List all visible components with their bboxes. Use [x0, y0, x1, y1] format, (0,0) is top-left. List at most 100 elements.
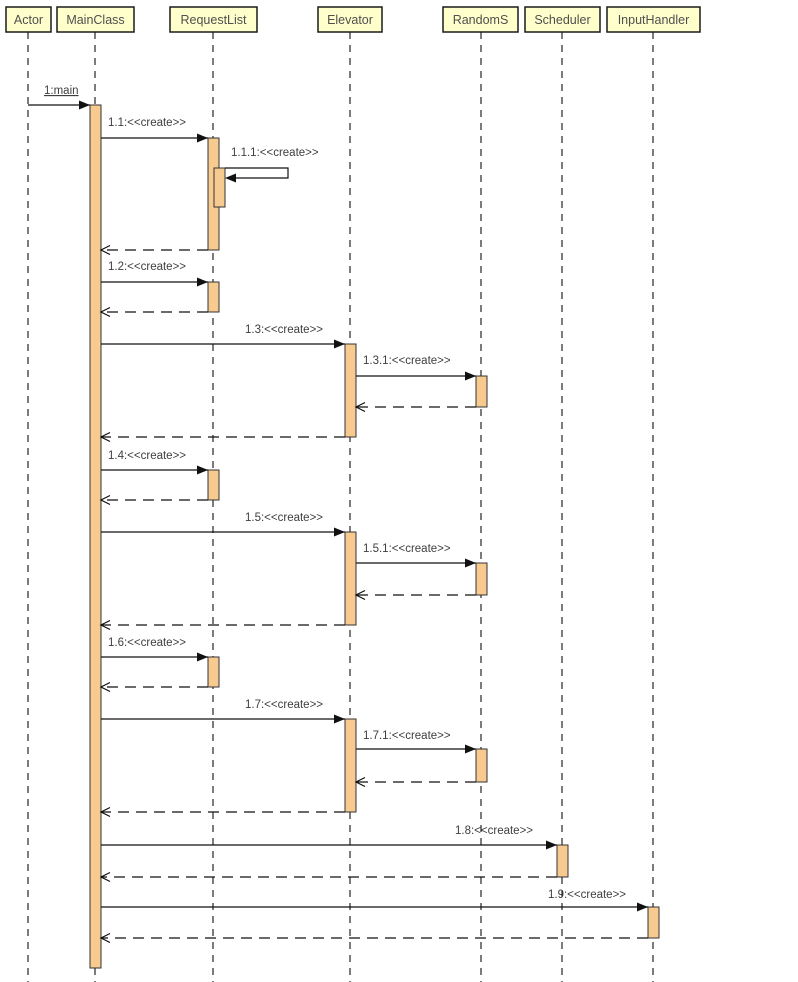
call-1.8-create: 1.8:<<create>> [101, 825, 557, 850]
return-1.3.1 [354, 401, 476, 413]
activation-scheduler [556, 844, 569, 878]
self-call-line [225, 167, 289, 179]
call-1.7-create: 1.7:<<create>> [101, 699, 345, 724]
activation-requestlist-3 [207, 469, 220, 501]
call-1.4-create: 1.4:<<create>> [101, 450, 208, 475]
solid-arrowhead-icon [334, 339, 345, 349]
open-arrowhead-icon [354, 589, 366, 601]
open-arrowhead-icon [354, 776, 366, 788]
message-label-call-1.6-create: 1.6:<<create>> [108, 637, 186, 649]
activation-elevator-3 [344, 718, 357, 813]
message-label-call-1.5-create: 1.5:<<create>> [245, 512, 323, 524]
activation-elevator-2 [344, 531, 357, 626]
self-1.1.1-create: 1.1.1:<<create>> [225, 147, 319, 183]
solid-arrowhead-icon [79, 100, 90, 110]
message-label-call-1.8-create: 1.8:<<create>> [455, 825, 533, 837]
call-1.7.1-create: 1.7.1:<<create>> [356, 730, 476, 754]
call-1.3.1-create: 1.3.1:<<create>> [356, 355, 476, 381]
call-1.5-create: 1.5:<<create>> [101, 512, 345, 537]
call-1.5.1-create: 1.5.1:<<create>> [356, 543, 476, 568]
participant-label-scheduler: Scheduler [534, 13, 590, 27]
participant-mainclass: MainClass [56, 6, 135, 33]
participant-box-randoms [442, 6, 519, 33]
participant-box-inputhandler [606, 6, 701, 33]
call-1.9-create: 1.9:<<create>> [101, 889, 648, 912]
return-1.3 [99, 431, 345, 443]
call-1-main: 1:main [28, 85, 90, 110]
return-1.2 [99, 306, 208, 318]
return-1.7 [99, 806, 345, 818]
activation-elevator-1 [344, 343, 357, 438]
solid-arrowhead-icon [334, 527, 345, 537]
participant-box-actor [5, 6, 52, 33]
participant-elevator: Elevator [317, 6, 383, 33]
return-1.5.1 [354, 589, 476, 601]
open-arrowhead-icon [99, 619, 111, 631]
participant-scheduler: Scheduler [524, 6, 601, 33]
solid-arrowhead-icon [197, 277, 208, 287]
open-arrowhead-icon [99, 871, 111, 883]
solid-arrowhead-icon [465, 744, 476, 754]
return-1.9 [99, 932, 648, 944]
message-label-call-1.9-create: 1.9:<<create>> [548, 889, 626, 901]
participant-label-randoms: RandomS [453, 13, 509, 27]
participant-label-inputhandler: InputHandler [618, 13, 690, 27]
activation-randoms-3 [475, 748, 488, 783]
message-label-call-1.1-create: 1.1:<<create>> [108, 117, 186, 129]
participant-label-mainclass: MainClass [66, 13, 124, 27]
return-1.7.1 [354, 776, 476, 788]
return-1.1 [99, 244, 208, 256]
solid-arrowhead-icon [465, 558, 476, 568]
message-label-call-1-main: 1:main [44, 85, 79, 97]
activation-mainclass [89, 104, 102, 969]
open-arrowhead-icon [99, 932, 111, 944]
message-label-self-1.1.1-create: 1.1.1:<<create>> [231, 147, 319, 159]
activation-randoms-2 [475, 562, 488, 596]
solid-arrowhead-icon [197, 652, 208, 662]
solid-arrowhead-icon [197, 133, 208, 143]
participant-label-elevator: Elevator [327, 13, 373, 27]
return-1.4 [99, 494, 208, 506]
activation-randoms-1 [475, 375, 488, 408]
solid-arrowhead-icon [465, 371, 476, 381]
open-arrowhead-icon [354, 401, 366, 413]
open-arrowhead-icon [99, 806, 111, 818]
activation-requestlist-2 [207, 281, 220, 313]
message-label-call-1.3-create: 1.3:<<create>> [245, 324, 323, 336]
solid-arrowhead-icon [225, 173, 236, 183]
participant-requestlist: RequestList [169, 6, 258, 33]
return-1.5 [99, 619, 345, 631]
open-arrowhead-icon [99, 431, 111, 443]
open-arrowhead-icon [99, 306, 111, 318]
message-label-call-1.3.1-create: 1.3.1:<<create>> [363, 355, 451, 367]
return-1.8 [99, 871, 557, 883]
participant-actor: Actor [5, 6, 52, 33]
participant-randoms: RandomS [442, 6, 519, 33]
solid-arrowhead-icon [197, 465, 208, 475]
message-label-call-1.2-create: 1.2:<<create>> [108, 261, 186, 273]
open-arrowhead-icon [99, 244, 111, 256]
solid-arrowhead-icon [334, 714, 345, 724]
participant-inputhandler: InputHandler [606, 6, 701, 33]
participant-box-mainclass [56, 6, 135, 33]
participant-label-actor: Actor [14, 13, 43, 27]
participant-box-scheduler [524, 6, 601, 33]
solid-arrowhead-icon [637, 902, 648, 912]
participant-box-elevator [317, 6, 383, 33]
message-label-call-1.5.1-create: 1.5.1:<<create>> [363, 543, 451, 555]
call-1.2-create: 1.2:<<create>> [101, 261, 208, 287]
message-label-call-1.7.1-create: 1.7.1:<<create>> [363, 730, 451, 742]
call-1.1-create: 1.1:<<create>> [101, 117, 208, 143]
call-1.3-create: 1.3:<<create>> [101, 324, 345, 349]
open-arrowhead-icon [99, 681, 111, 693]
activation-inputhandler [647, 906, 660, 939]
participant-box-requestlist [169, 6, 258, 33]
activation-requestlist-4 [207, 656, 220, 688]
open-arrowhead-icon [99, 494, 111, 506]
message-label-call-1.7-create: 1.7:<<create>> [245, 699, 323, 711]
solid-arrowhead-icon [546, 840, 557, 850]
return-1.6 [99, 681, 208, 693]
participant-label-requestlist: RequestList [180, 13, 247, 27]
